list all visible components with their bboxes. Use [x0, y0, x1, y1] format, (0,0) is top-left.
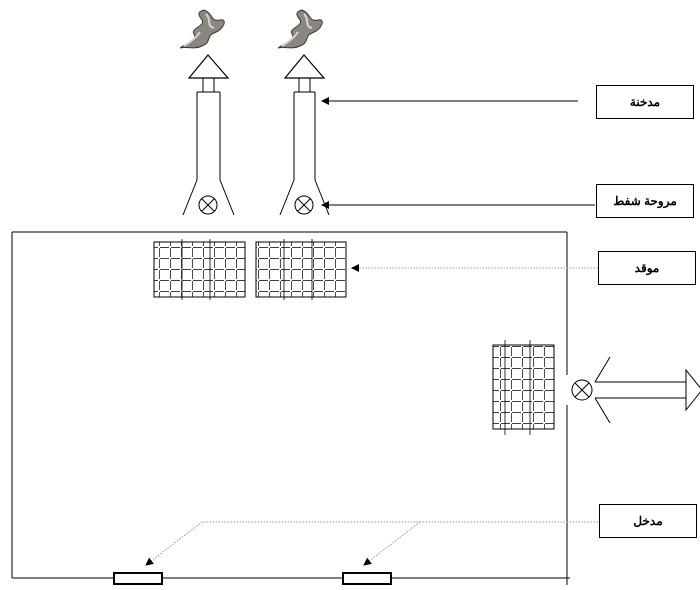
exhaust-fan-label: مروحة شفط — [596, 184, 694, 218]
chimney — [279, 54, 330, 216]
fan-icon — [571, 379, 593, 401]
burner — [255, 239, 347, 300]
chimney-label: مدخنة — [596, 85, 694, 119]
smoke-icon — [277, 9, 323, 49]
side-exhaust-duct — [594, 356, 700, 424]
room-outline — [11, 231, 570, 585]
inlet — [342, 572, 392, 585]
inlet — [113, 572, 163, 585]
burner — [492, 340, 555, 435]
chimney — [182, 54, 235, 216]
inlet-leader — [145, 521, 598, 566]
inlet-label: مدخل — [599, 504, 697, 538]
fan-icon — [198, 195, 218, 215]
burner — [153, 239, 246, 300]
burner-label: موقد — [598, 251, 696, 285]
smoke-icon — [179, 9, 225, 49]
fan-icon — [294, 195, 314, 215]
